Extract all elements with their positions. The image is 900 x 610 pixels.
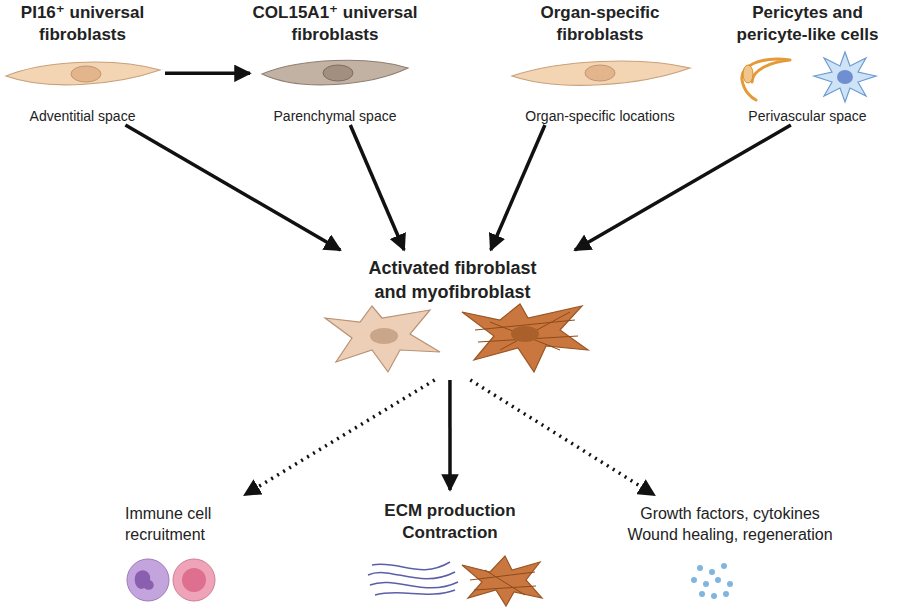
solid-arrow <box>165 72 250 76</box>
immune-cell <box>173 559 215 601</box>
cell-type-box: Pericytes and pericyte-like cellsPerivas… <box>715 2 900 125</box>
node-heading: Growth factors, cytokines <box>640 495 820 524</box>
function-box: ECM productionContraction <box>360 490 540 605</box>
node-heading: Activated fibroblast and myofibroblast <box>355 250 550 304</box>
node-heading: PI16⁺ universal fibroblasts <box>0 2 165 46</box>
fibroblast-cell <box>6 62 160 85</box>
fibroblast-cell <box>512 61 690 85</box>
activated-fibroblast-cell <box>325 306 440 372</box>
solid-arrow <box>575 125 791 250</box>
node-subtext: Perivascular space <box>748 107 866 125</box>
node-heading: Organ-specific fibroblasts <box>505 2 695 46</box>
node-subtext: Organ-specific locations <box>525 107 674 125</box>
cell-nucleus <box>135 570 154 590</box>
function-box: Immune cell recruitment <box>125 495 255 605</box>
cell-nucleus <box>71 66 101 82</box>
cell-type-box: COL15A1⁺ universal fibroblastsParenchyma… <box>250 2 420 125</box>
pericyte-cell <box>742 59 790 100</box>
dotted-arrow <box>470 380 654 495</box>
stress-fibers <box>470 570 536 595</box>
solid-arrow <box>448 380 452 490</box>
node-subtext: Parenchymal space <box>274 107 397 125</box>
dotted-arrow <box>245 380 435 495</box>
cell-nucleus <box>743 65 753 83</box>
solid-arrow <box>125 125 340 250</box>
solid-arrow <box>491 125 545 250</box>
secreted-factors <box>691 563 733 599</box>
cell-nucleus <box>585 65 615 81</box>
cell-type-box: Organ-specific fibroblastsOrgan-specific… <box>505 2 695 125</box>
node-heading: ECM production <box>384 490 515 522</box>
immune-cell <box>127 559 169 601</box>
ecm-fibers <box>368 562 458 595</box>
cell-nucleus <box>370 328 398 344</box>
node-subtext: Contraction <box>402 522 497 544</box>
fibroblast-cell <box>262 60 408 85</box>
solid-arrow <box>350 125 404 250</box>
function-box: Growth factors, cytokinesWound healing, … <box>595 495 865 605</box>
node-heading: Immune cell recruitment <box>125 495 255 545</box>
activated-cell-box: Activated fibroblast and myofibroblast <box>325 250 580 380</box>
cell-type-box: PI16⁺ universal fibroblastsAdventitial s… <box>0 2 165 125</box>
myofibroblast-cell <box>462 556 542 606</box>
cell-nucleus <box>182 568 206 592</box>
node-subtext: Wound healing, regeneration <box>627 524 832 545</box>
node-subtext: Adventitial space <box>30 107 136 125</box>
cell-nucleus <box>511 326 539 342</box>
pericyte-like-cell <box>814 52 876 102</box>
myofibroblast-cell <box>462 304 588 372</box>
cell-nucleus <box>323 65 353 81</box>
node-heading: Pericytes and pericyte-like cells <box>715 2 900 46</box>
cell-nucleus <box>837 70 853 84</box>
stress-fibers <box>475 312 578 350</box>
node-heading: COL15A1⁺ universal fibroblasts <box>250 2 420 46</box>
